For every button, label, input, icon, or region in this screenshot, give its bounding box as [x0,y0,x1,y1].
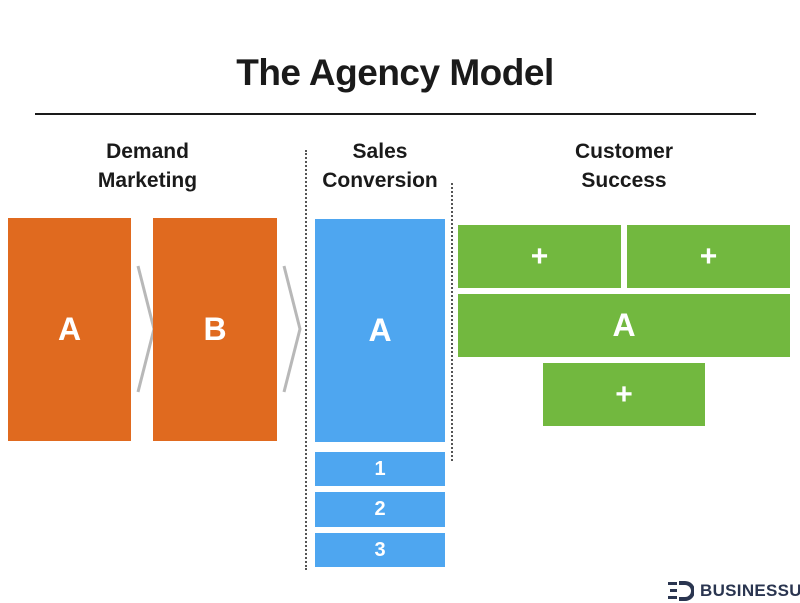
header-demand-line1: Demand [106,140,189,163]
sales-step-1-label: 1 [374,457,386,480]
header-sales-line1: Sales [352,140,408,163]
success-plus-top-left-label: + [530,239,549,273]
businessup-logo-text: BUSINESSUP [700,581,800,600]
success-box-a: A [458,294,790,357]
header-demand-marketing: Demand Marketing [90,137,205,195]
success-plus-top-right-label: + [699,239,718,273]
header-success-line1: Customer [574,140,674,163]
sales-step-1: 1 [315,452,445,486]
success-box-plus-top-left: + [458,225,621,288]
header-sales-line2: Conversion [322,169,438,192]
businessup-logo: BUSINESSUP [668,579,800,603]
sales-box-a-label: A [368,312,392,348]
demand-box-a: A [8,218,131,441]
success-box-plus-top-right: + [627,225,790,288]
header-demand-line2: Marketing [97,169,198,192]
sales-box-a: A [315,219,445,442]
demand-box-b: B [153,218,277,441]
diagram-title: The Agency Model [236,52,554,93]
success-box-a-label: A [612,307,636,343]
sales-step-3-label: 3 [374,538,386,561]
header-customer-success: Customer Success [560,137,688,195]
success-box-plus-bottom: + [543,363,705,426]
businessup-logo-icon [668,580,694,602]
header-success-line2: Success [581,169,667,192]
sales-step-3: 3 [315,533,445,567]
title-underline [35,113,756,115]
success-plus-bottom-label: + [615,377,633,411]
chevron-right-icon [281,264,303,394]
header-sales-conversion: Sales Conversion [315,137,445,195]
sales-step-2: 2 [315,492,445,527]
divider-sales-success [451,183,453,461]
demand-box-a-label: A [57,311,82,347]
divider-demand-sales [305,150,307,570]
demand-box-b-label: B [203,311,227,347]
sales-step-2-label: 2 [374,498,386,520]
